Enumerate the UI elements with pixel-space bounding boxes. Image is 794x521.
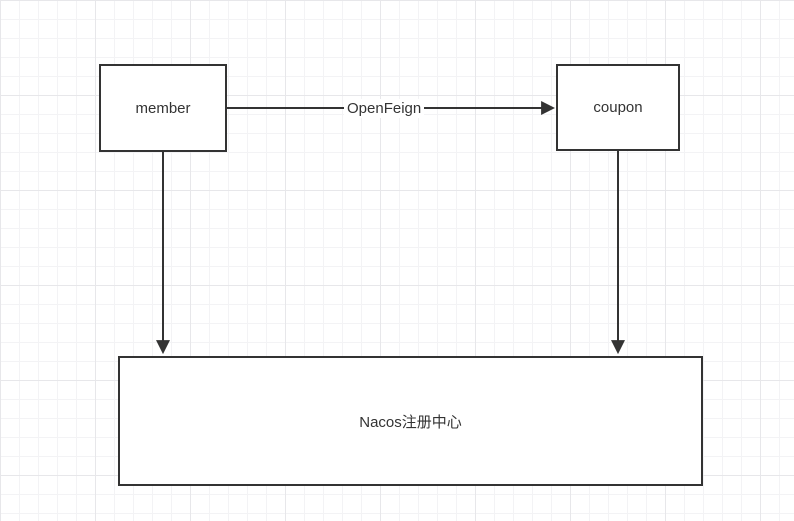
node-member[interactable]: member bbox=[99, 64, 227, 152]
node-nacos[interactable]: Nacos注册中心 bbox=[118, 356, 703, 486]
edge-label-openfeign[interactable]: OpenFeign bbox=[344, 99, 425, 118]
node-coupon-label: coupon bbox=[593, 99, 643, 116]
node-member-label: member bbox=[135, 99, 191, 117]
node-nacos-label: Nacos注册中心 bbox=[359, 413, 462, 431]
node-coupon[interactable]: coupon bbox=[556, 64, 680, 151]
